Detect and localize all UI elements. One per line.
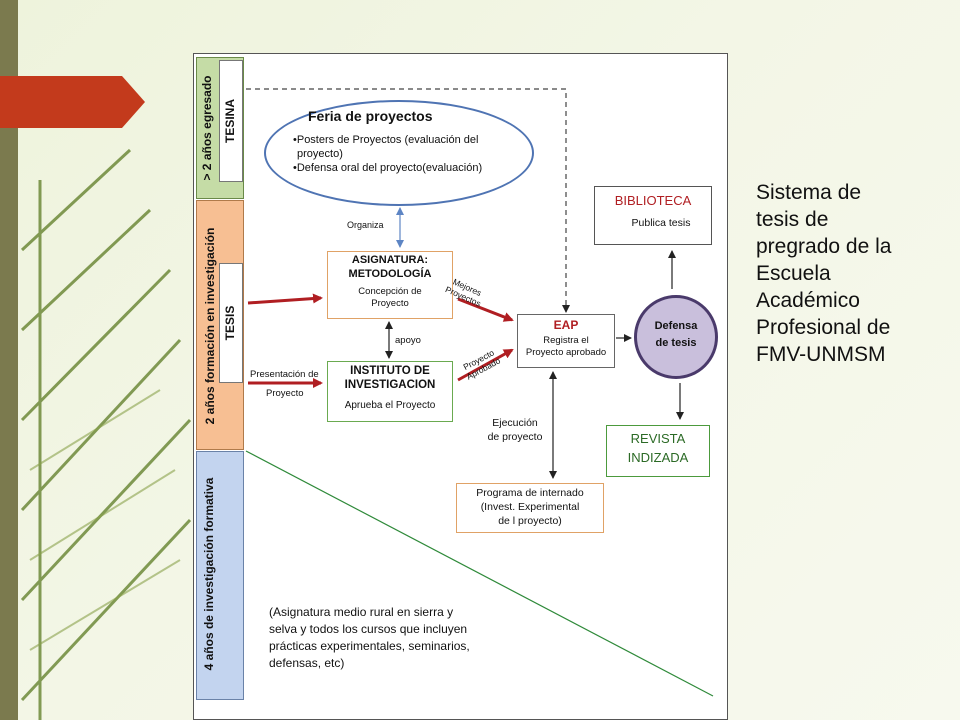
side-title-line: tesis de: [756, 208, 829, 231]
biblioteca-sub: Publica tesis: [631, 217, 691, 229]
instituto-title2: INVESTIGACION: [344, 379, 436, 391]
side-title-line: Sistema de: [756, 181, 862, 204]
biblioteca-title: BIBLIOTECA: [614, 193, 692, 208]
note-line1: (Asignatura medio rural en sierra y: [269, 605, 454, 619]
asignatura-title1: ASIGNATURA:: [351, 254, 429, 266]
organiza-label: Organiza: [347, 220, 384, 230]
decorative-vines: [20, 148, 192, 720]
programa-line2: (Invest. Experimental: [480, 501, 580, 513]
tesina-tag: [219, 60, 243, 182]
feria-ellipse: [264, 100, 534, 206]
asignatura-sub2: Proyecto: [371, 298, 409, 309]
side-title-line: pregrado de la: [756, 235, 892, 258]
apoyo-label: apoyo: [395, 335, 421, 346]
diagonal-divider: [245, 450, 714, 697]
defensa-circle: [634, 295, 718, 379]
left-stripe: [0, 0, 18, 720]
side-title-line: Profesional de: [756, 316, 891, 339]
note-line4: defensas, etc): [269, 656, 345, 670]
ejecucion-line2: de proyecto: [487, 431, 543, 443]
side-title-line: Escuela: [756, 262, 831, 285]
eap-sub2: Proyecto aprobado: [525, 347, 607, 358]
presentacion-line1: Presentación de: [250, 369, 319, 380]
defensa-line2: de tesis: [655, 337, 697, 349]
dashed-connector: [246, 88, 570, 313]
aprobado-arrow: [457, 348, 514, 382]
instituto-sub: Aprueba el Proyecto: [344, 400, 436, 411]
band-formativa: [196, 451, 244, 700]
eap-box: [517, 314, 615, 368]
revista-box: [606, 425, 710, 477]
asignatura-box: [327, 251, 453, 319]
revista-line2: INDIZADA: [627, 450, 689, 465]
red-tab-arrow: [0, 76, 145, 128]
biblioteca-box: [594, 186, 712, 245]
asignatura-sub1: Concepción de: [358, 286, 422, 297]
instituto-box: [327, 361, 453, 422]
side-title-line: Académico: [756, 289, 860, 312]
note-line2: selva y todos los cursos que incluyen: [269, 622, 468, 636]
feria-line2: proyecto): [297, 148, 343, 160]
ejecucion-line1: Ejecución: [492, 417, 538, 429]
programa-line3: de l proyecto): [498, 515, 562, 527]
feria-title: Feria de proyectos: [308, 108, 433, 124]
asignatura-title2: METODOLOGÍA: [348, 268, 432, 280]
eap-sub1: Registra el: [543, 335, 589, 346]
tesis-to-asignatura-arrow: [247, 293, 323, 305]
tesis-tag: [219, 263, 243, 383]
defensa-line1: Defensa: [654, 320, 698, 332]
note-line3: prácticas experimentales, seminarios,: [269, 639, 470, 653]
programa-line1: Programa de internado: [476, 487, 584, 499]
feria-line3: •Defensa oral del proyecto(evaluación): [293, 162, 483, 174]
feria-line1: •Posters de Proyectos (evaluación del: [293, 134, 479, 146]
presentacion-line2: Proyecto: [266, 388, 304, 399]
revista-line1: REVISTA: [630, 431, 686, 446]
eap-title: EAP: [553, 318, 579, 332]
programa-box: [456, 483, 604, 533]
instituto-title1: INSTITUTO DE: [350, 365, 430, 377]
mejores-arrow: [457, 297, 514, 322]
side-title: Sistema de tesis de pregrado de la Escue…: [756, 179, 891, 368]
side-title-line: FMV-UNMSM: [756, 343, 886, 366]
